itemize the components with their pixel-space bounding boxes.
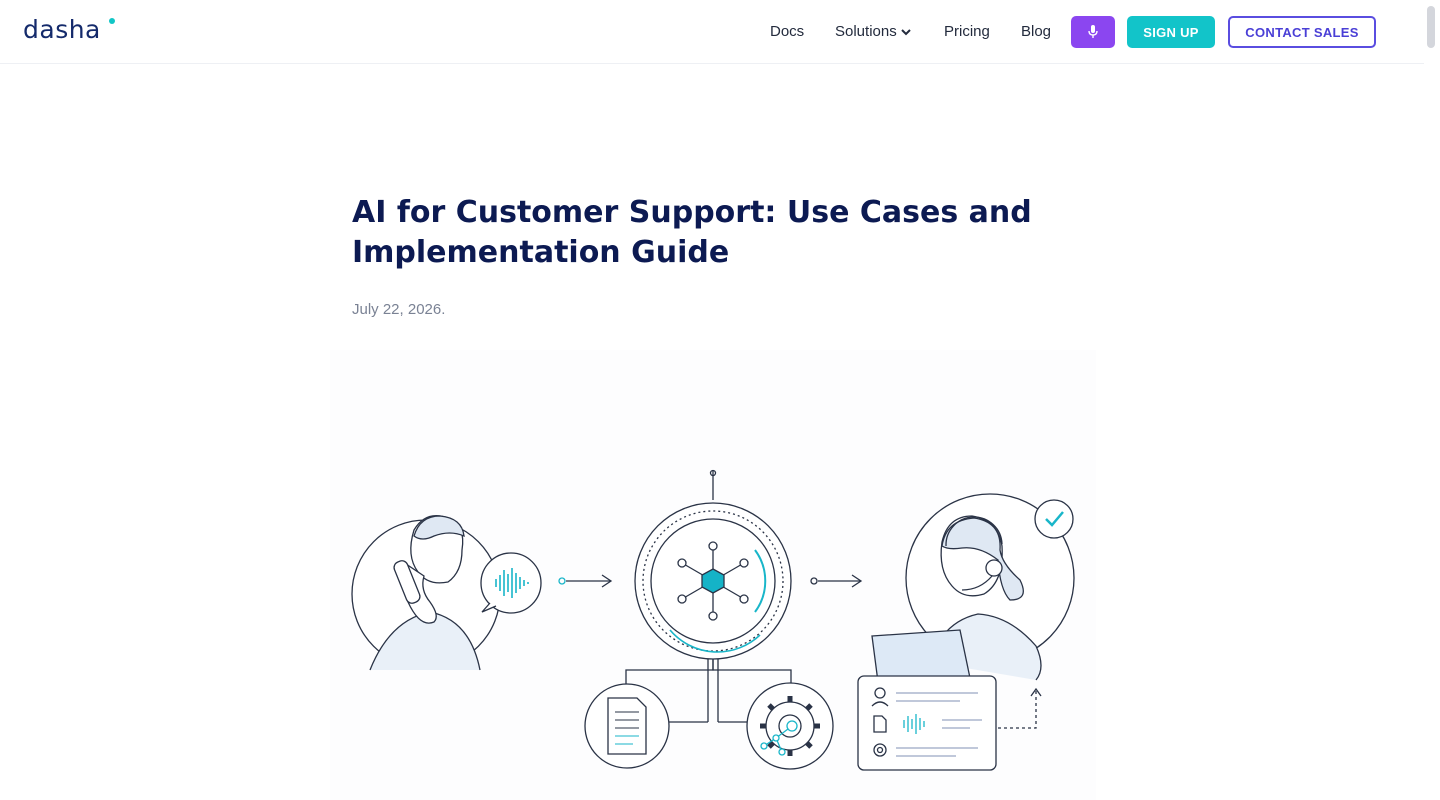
customer-support-illustration: [351, 469, 1075, 771]
agent-panel: [857, 675, 1042, 771]
microphone-icon: [1088, 25, 1098, 38]
voice-wave-icon: [480, 552, 542, 614]
laptop-icon: [871, 629, 971, 683]
nav-pricing[interactable]: Pricing: [944, 23, 990, 40]
scrollbar-track[interactable]: [1424, 0, 1440, 800]
logo-dot: [109, 18, 115, 24]
document-icon: [584, 683, 670, 769]
voice-demo-button[interactable]: [1071, 16, 1115, 48]
checkmark-icon: [1034, 499, 1074, 539]
article-title: AI for Customer Support: Use Cases and I…: [352, 195, 1032, 270]
scrollbar-thumb[interactable]: [1427, 6, 1435, 48]
nav-blog[interactable]: Blog: [1021, 23, 1052, 40]
nav-solutions[interactable]: Solutions: [835, 22, 912, 42]
chevron-down-icon: [901, 29, 911, 36]
nav-docs[interactable]: Docs: [770, 23, 805, 40]
contact-sales-button[interactable]: CONTACT SALES: [1228, 16, 1376, 48]
ai-hub-icon: [634, 469, 792, 660]
customer-icon: [351, 515, 501, 671]
logo-text: dasha: [23, 15, 101, 44]
sign-up-button[interactable]: SIGN UP: [1127, 16, 1215, 48]
dasha-logo[interactable]: dasha: [23, 16, 115, 44]
gear-icon: [746, 682, 834, 770]
top-navbar: dasha Docs Solutions Pricing Blog SIGN U…: [0, 0, 1424, 64]
article-date: July 22, 2026.: [352, 301, 446, 318]
hero-illustration: [330, 350, 1096, 800]
nav-solutions-label: Solutions: [835, 23, 897, 40]
